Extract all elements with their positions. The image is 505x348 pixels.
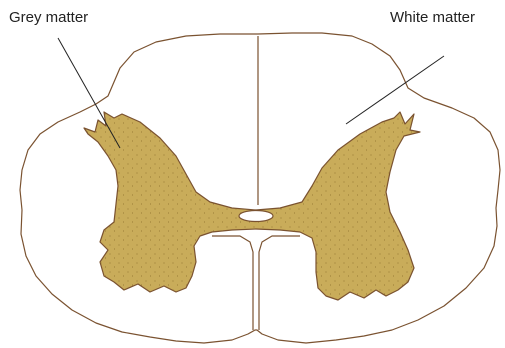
central-canal: [239, 211, 273, 222]
white-matter-outline: [20, 33, 500, 343]
white-matter-label: White matter: [390, 10, 475, 25]
grey-matter-label: Grey matter: [9, 10, 88, 25]
